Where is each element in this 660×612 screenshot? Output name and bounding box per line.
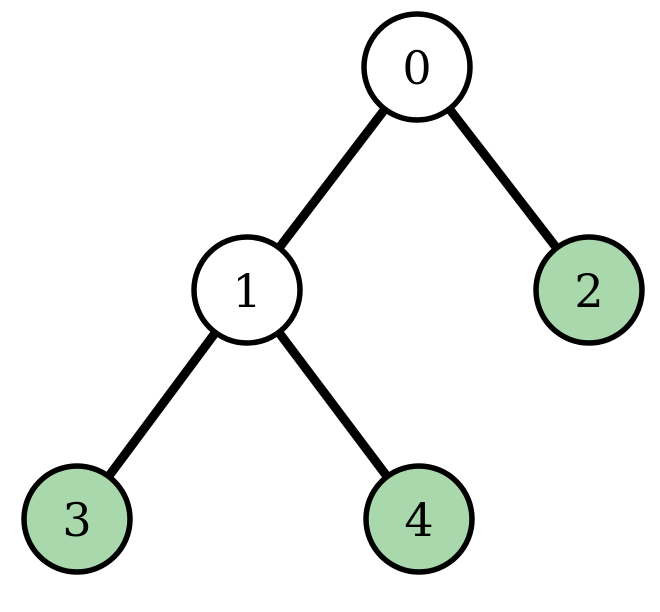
graph-node-circle-2[interactable] <box>533 234 645 346</box>
graph-node-2[interactable]: 2 <box>533 234 645 346</box>
graph-node-4[interactable]: 4 <box>363 463 475 575</box>
graph-node-label-3: 3 <box>62 493 91 547</box>
node-layer: 0 1 2 3 4 <box>21 11 645 575</box>
graph-node-circle-4[interactable] <box>363 463 475 575</box>
graph-node-circle-1[interactable] <box>191 234 303 346</box>
graph-node-label-1: 1 <box>232 264 261 318</box>
graph-node-3[interactable]: 3 <box>21 463 133 575</box>
graph-node-label-0: 0 <box>402 41 431 95</box>
graph-node-label-4: 4 <box>404 493 433 547</box>
graph-node-label-2: 2 <box>574 264 603 318</box>
edge-layer <box>73 64 593 522</box>
graph-node-circle-0[interactable] <box>361 11 473 123</box>
graph-node-circle-3[interactable] <box>21 463 133 575</box>
graph-node-0[interactable]: 0 <box>361 11 473 123</box>
graph-node-1[interactable]: 1 <box>191 234 303 346</box>
